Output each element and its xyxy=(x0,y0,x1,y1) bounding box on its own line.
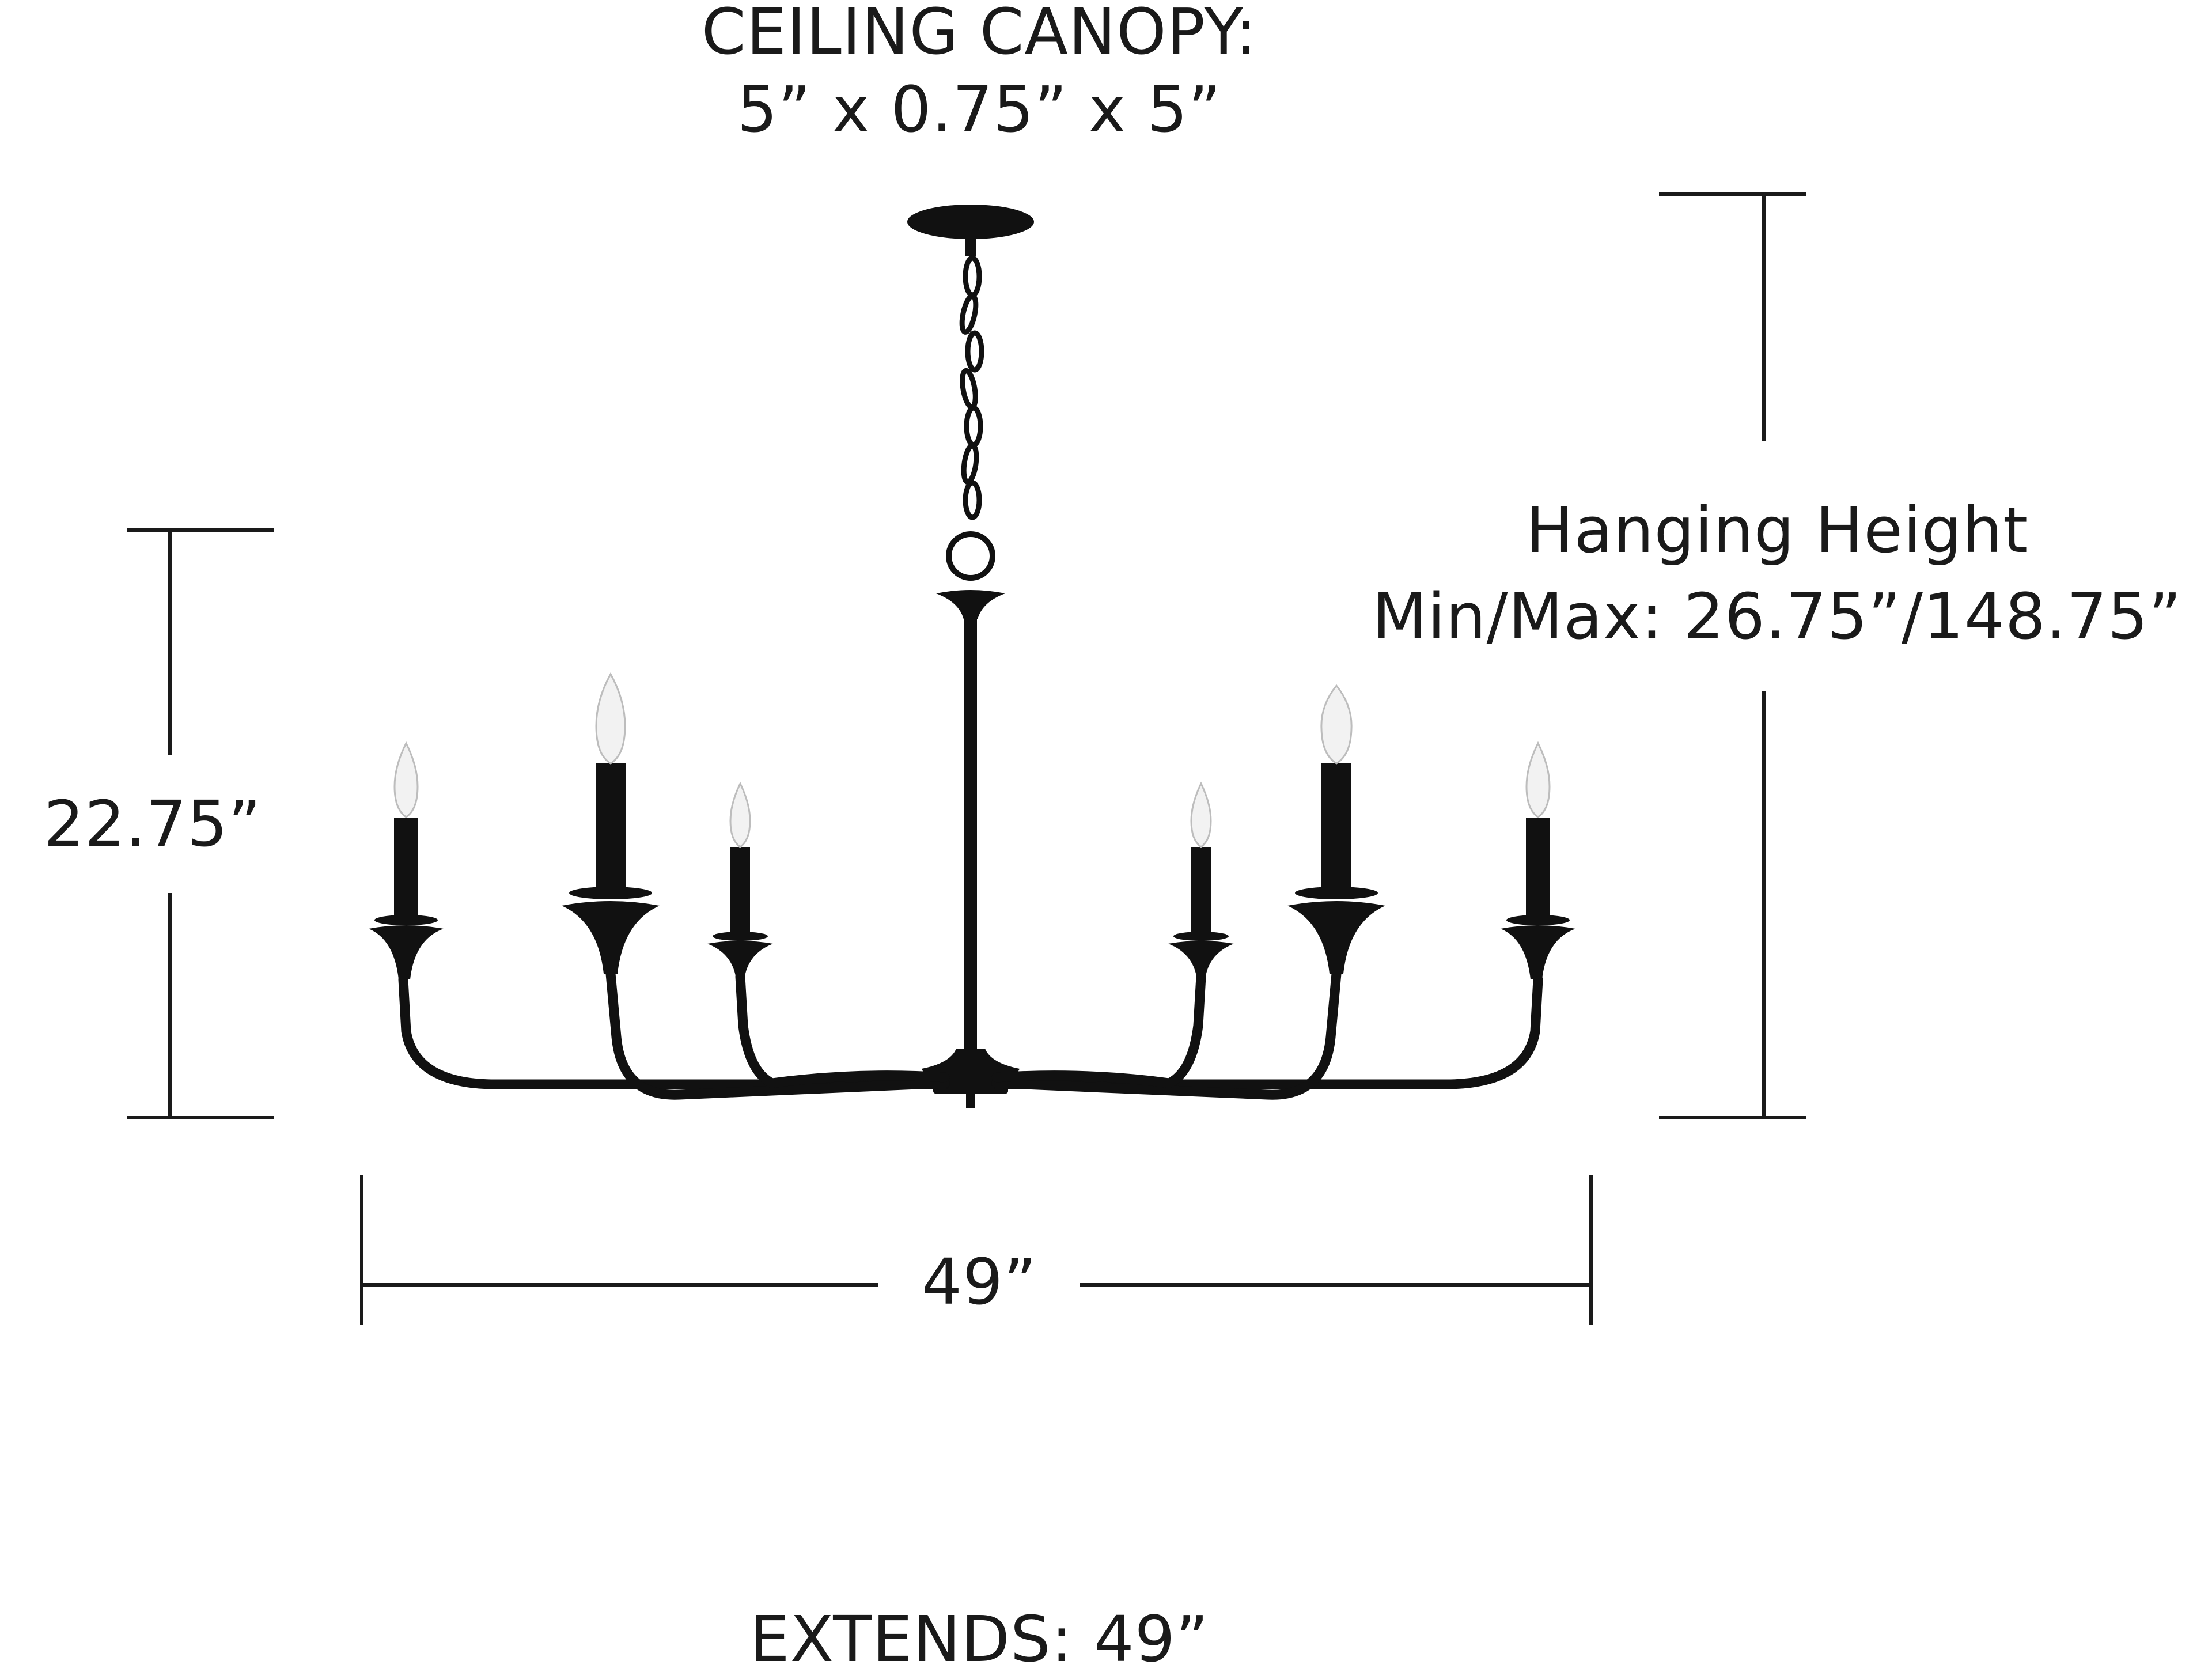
candle-inner-right xyxy=(1168,781,1234,979)
chandelier-illustration xyxy=(369,205,1575,1108)
loop-ring xyxy=(946,531,995,581)
width-dimension xyxy=(360,1175,1593,1325)
hanging-height-minmax: Min/Max: 26.75”/148.75” xyxy=(1372,580,2182,653)
height-dimension-left xyxy=(127,528,274,1119)
candle-middle-right xyxy=(1287,684,1385,974)
candle-inner-left xyxy=(707,781,773,979)
chain xyxy=(959,255,984,520)
hanging-height-dimension xyxy=(1659,192,1806,1119)
fixture-height-value: 22.75” xyxy=(44,787,262,861)
center-stem xyxy=(964,616,977,1060)
candle-middle-left xyxy=(562,672,660,974)
candle-outer-left xyxy=(369,741,444,979)
fixture-width-value: 49” xyxy=(922,1245,1037,1319)
canopy-size: 5” x 0.75” x 5” xyxy=(737,73,1222,146)
hanging-height-label: Hanging Height xyxy=(1525,493,2029,567)
canopy-title: CEILING CANOPY: xyxy=(701,0,1257,69)
extends-value: EXTENDS: 49” xyxy=(749,1602,1209,1676)
ceiling-canopy xyxy=(907,205,1034,239)
candle-outer-right xyxy=(1501,741,1575,979)
center-hub xyxy=(922,1049,1020,1080)
arms xyxy=(398,968,1543,1100)
